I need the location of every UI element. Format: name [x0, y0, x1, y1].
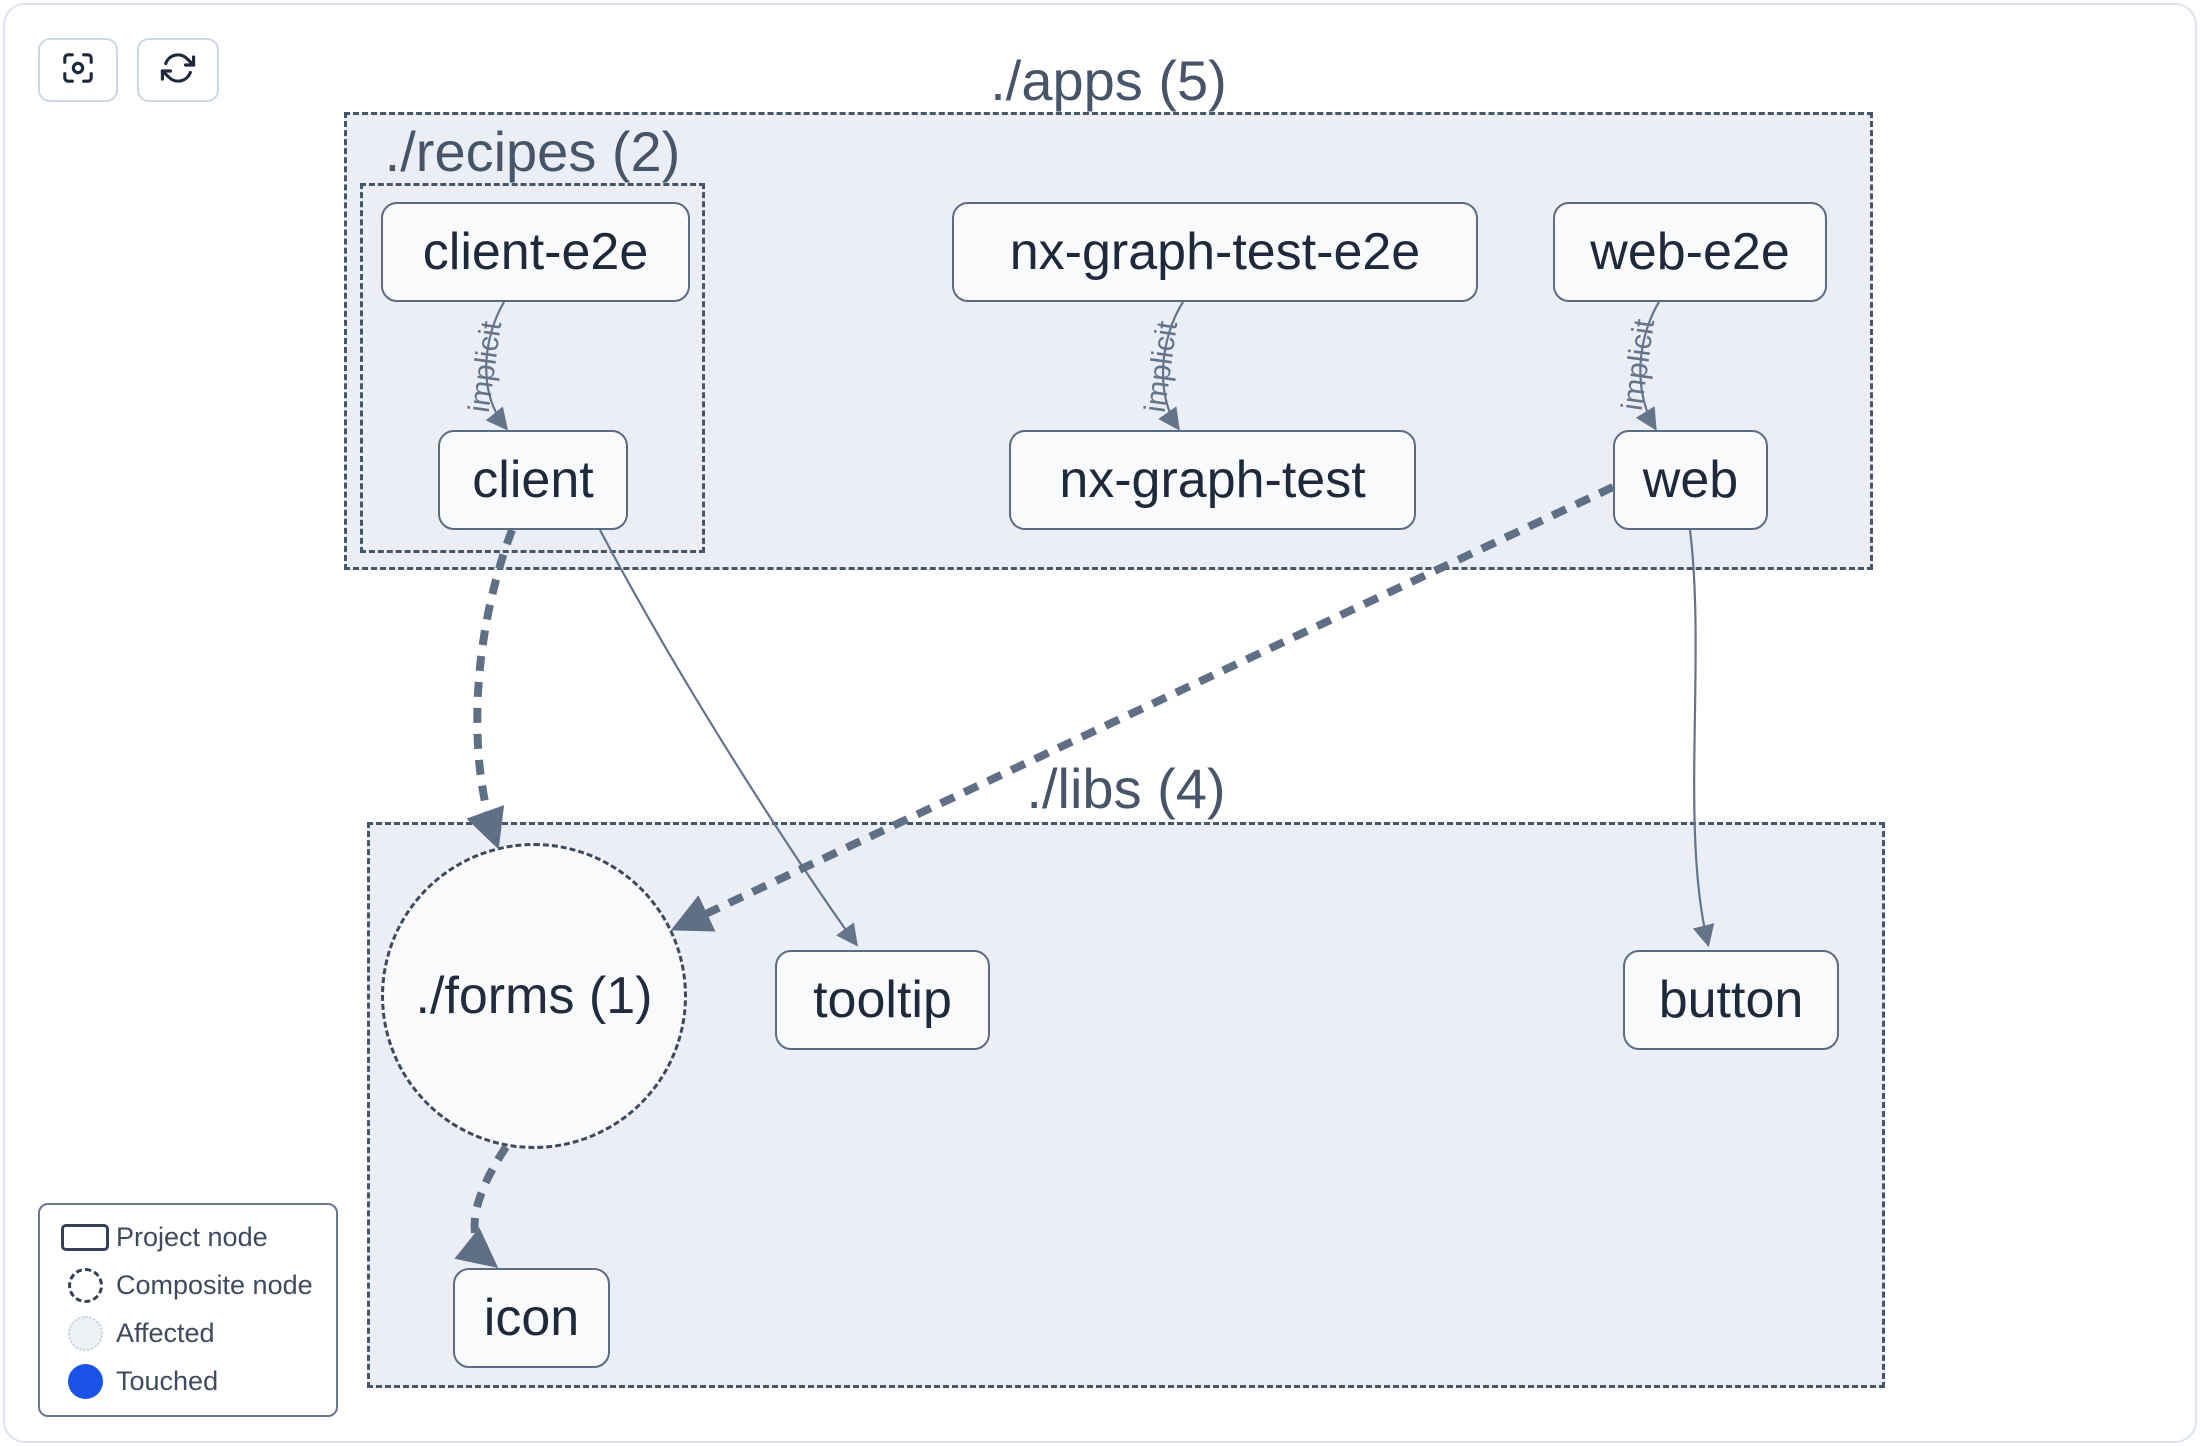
- legend-item-composite-node: Composite node: [54, 1266, 326, 1304]
- legend-item-touched: Touched: [54, 1362, 326, 1400]
- toolbar-focus-button[interactable]: [38, 38, 118, 102]
- group-apps-label: ./apps (5): [990, 49, 1227, 112]
- refresh-icon: [160, 50, 196, 91]
- node-web[interactable]: web: [1613, 430, 1768, 530]
- node-client[interactable]: client: [438, 430, 628, 530]
- group-recipes-label: ./recipes (2): [384, 120, 681, 183]
- legend-label: Affected: [116, 1317, 215, 1348]
- node-client-e2e[interactable]: client-e2e: [381, 202, 690, 302]
- focus-icon: [60, 50, 96, 91]
- composite-node-icon: [67, 1267, 103, 1303]
- node-tooltip[interactable]: tooltip: [775, 950, 990, 1050]
- legend-item-project-node: Project node: [54, 1218, 326, 1256]
- legend-label: Project node: [116, 1221, 268, 1252]
- group-libs-label: ./libs (4): [1026, 757, 1226, 820]
- node-button[interactable]: button: [1623, 950, 1839, 1050]
- affected-icon: [67, 1315, 103, 1351]
- project-node-icon: [61, 1223, 109, 1251]
- legend-panel: Project node Composite node Affected Tou…: [38, 1203, 338, 1417]
- node-nx-graph-test[interactable]: nx-graph-test: [1009, 430, 1416, 530]
- toolbar: [38, 38, 219, 102]
- legend-label: Composite node: [116, 1269, 313, 1300]
- toolbar-refresh-button[interactable]: [137, 38, 219, 102]
- legend-item-affected: Affected: [54, 1314, 326, 1352]
- node-web-e2e[interactable]: web-e2e: [1553, 202, 1827, 302]
- touched-icon: [67, 1363, 103, 1399]
- composite-node-forms-label: ./forms (1): [415, 967, 653, 1025]
- composite-node-forms[interactable]: ./forms (1): [381, 843, 687, 1149]
- node-nx-graph-test-e2e[interactable]: nx-graph-test-e2e: [952, 202, 1478, 302]
- legend-label: Touched: [116, 1365, 219, 1396]
- node-icon[interactable]: icon: [453, 1268, 610, 1368]
